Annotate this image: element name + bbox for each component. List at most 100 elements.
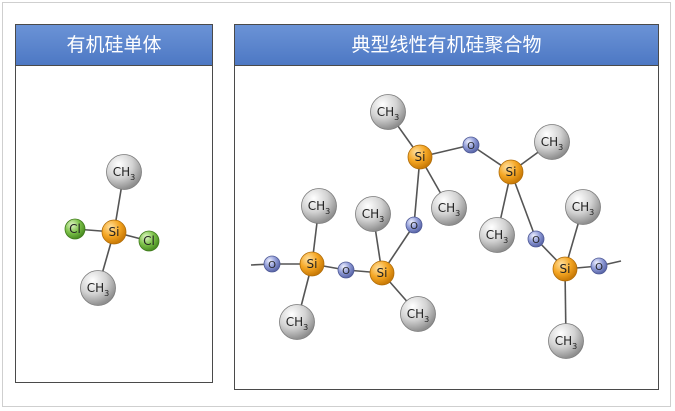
methyl-group: CH3 (548, 323, 584, 359)
methyl-group-ball (548, 323, 584, 359)
methyl-group-ball (80, 270, 116, 306)
oxygen-atom-ball (405, 216, 423, 234)
methyl-label-main: CH (308, 199, 325, 213)
oxygen-label: O (595, 262, 603, 273)
oxygen-atom: O (263, 255, 281, 273)
methyl-group: CH3 (80, 270, 116, 306)
methyl-label-subscript: 3 (303, 323, 308, 332)
oxygen-atom: O (337, 261, 355, 279)
chlorine-atom-ball (64, 218, 86, 240)
methyl-label: CH3 (87, 281, 110, 298)
oxygen-atom-ball (263, 255, 281, 273)
silicon-label: Si (307, 257, 318, 271)
chlorine-label: Cl (69, 222, 81, 236)
silicon-atom-ball (552, 256, 578, 282)
methyl-label: CH3 (541, 135, 564, 152)
methyl-label-main: CH (572, 200, 589, 214)
methyl-label-subscript: 3 (455, 209, 460, 218)
methyl-group: CH3 (431, 190, 467, 226)
methyl-label: CH3 (407, 307, 430, 324)
methyl-label-subscript: 3 (379, 215, 384, 224)
silicon-atom-ball (101, 219, 127, 245)
methyl-label: CH3 (438, 201, 461, 218)
monomer-panel-title: 有机硅单体 (16, 25, 212, 66)
methyl-group: CH3 (370, 94, 406, 130)
oxygen-label: O (532, 235, 540, 246)
silicon-atom-ball (407, 144, 433, 170)
oxygen-atom: O (527, 230, 545, 248)
methyl-label-subscript: 3 (130, 173, 135, 182)
chlorine-label: Cl (143, 234, 155, 248)
methyl-label-subscript: 3 (394, 113, 399, 122)
chlorine-atom: Cl (138, 230, 160, 252)
silicon-label: Si (560, 262, 571, 276)
methyl-group: CH3 (400, 296, 436, 332)
silicon-atom: Si (407, 144, 433, 170)
methyl-group-ball (431, 190, 467, 226)
methyl-label-main: CH (87, 281, 104, 295)
methyl-label-subscript: 3 (589, 208, 594, 217)
methyl-label: CH3 (362, 207, 385, 224)
methyl-group-ball (355, 196, 391, 232)
methyl-label: CH3 (286, 315, 309, 332)
methyl-group-ball (370, 94, 406, 130)
silicon-label: Si (109, 225, 120, 239)
polymer-panel-title: 典型线性有机硅聚合物 (235, 25, 658, 66)
methyl-label-main: CH (407, 307, 424, 321)
oxygen-label: O (410, 221, 418, 232)
silicon-label: Si (377, 266, 388, 280)
oxygen-atom: O (405, 216, 423, 234)
methyl-label-main: CH (377, 105, 394, 119)
silicon-atom: Si (498, 159, 524, 185)
methyl-label: CH3 (572, 200, 595, 217)
atom-layer: SiCH3CH3ClClSiSiSiSiSiOOOOOOCH3CH3CH3CH3… (64, 94, 608, 359)
silicon-atom-ball (369, 260, 395, 286)
methyl-group-ball (534, 124, 570, 160)
silicon-label: Si (506, 165, 517, 179)
methyl-group-ball (106, 154, 142, 190)
silicon-atom-ball (299, 251, 325, 277)
oxygen-label: O (342, 266, 350, 277)
methyl-group: CH3 (106, 154, 142, 190)
methyl-label-main: CH (438, 201, 455, 215)
methyl-group-ball (479, 217, 515, 253)
silicon-atom: Si (101, 219, 127, 245)
methyl-label-subscript: 3 (572, 342, 577, 351)
methyl-label: CH3 (486, 228, 509, 245)
monomer-panel: 有机硅单体 (15, 24, 213, 383)
methyl-label-main: CH (486, 228, 503, 242)
oxygen-atom-ball (527, 230, 545, 248)
methyl-label-subscript: 3 (325, 207, 330, 216)
methyl-group: CH3 (279, 304, 315, 340)
methyl-group: CH3 (534, 124, 570, 160)
oxygen-label: O (268, 260, 276, 271)
oxygen-atom: O (462, 136, 480, 154)
chlorine-atom-ball (138, 230, 160, 252)
methyl-label: CH3 (555, 334, 578, 351)
silicon-atom: Si (369, 260, 395, 286)
methyl-group-ball (301, 188, 337, 224)
silicon-label: Si (415, 150, 426, 164)
methyl-label: CH3 (308, 199, 331, 216)
methyl-group: CH3 (355, 196, 391, 232)
methyl-label-subscript: 3 (104, 289, 109, 298)
oxygen-atom-ball (462, 136, 480, 154)
methyl-group-ball (279, 304, 315, 340)
oxygen-atom-ball (590, 257, 608, 275)
oxygen-atom-ball (337, 261, 355, 279)
methyl-group: CH3 (301, 188, 337, 224)
methyl-group-ball (400, 296, 436, 332)
methyl-group: CH3 (565, 189, 601, 225)
silicon-atom: Si (552, 256, 578, 282)
oxygen-label: O (467, 141, 475, 152)
methyl-group-ball (565, 189, 601, 225)
silicon-atom: Si (299, 251, 325, 277)
methyl-label-subscript: 3 (424, 315, 429, 324)
silicon-atom-ball (498, 159, 524, 185)
methyl-label-main: CH (286, 315, 303, 329)
chlorine-atom: Cl (64, 218, 86, 240)
methyl-label-subscript: 3 (503, 236, 508, 245)
methyl-label: CH3 (377, 105, 400, 122)
methyl-label-main: CH (555, 334, 572, 348)
